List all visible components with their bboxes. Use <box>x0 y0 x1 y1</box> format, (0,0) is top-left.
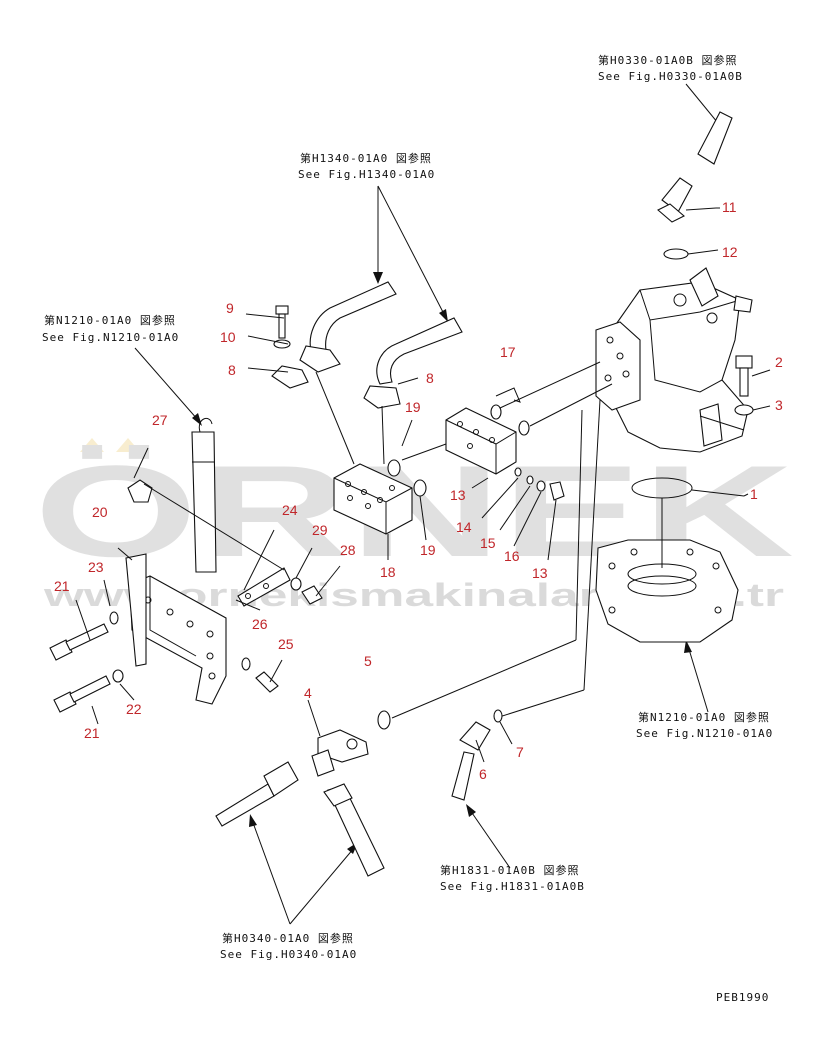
part-label-7: 7 <box>516 744 524 760</box>
tee-fitting-4 <box>215 699 391 877</box>
part-label-21b: 21 <box>84 725 100 741</box>
control-valve-body <box>595 267 753 453</box>
part-label-28: 28 <box>340 542 356 558</box>
reference-arrows <box>134 83 726 925</box>
o-ring-12 <box>663 248 689 260</box>
part-label-26: 26 <box>252 616 268 632</box>
part-label-25: 25 <box>278 636 294 652</box>
washer-3 <box>734 404 754 416</box>
part-label-17: 17 <box>500 344 516 360</box>
bolt-2 <box>734 355 771 416</box>
part-label-11: 11 <box>722 199 737 215</box>
part-label-9: 9 <box>226 300 234 316</box>
part-label-10: 10 <box>220 329 236 345</box>
reference-h0340-jp: 第H0340-01A0 図参照 <box>222 931 354 945</box>
part-label-8a: 8 <box>228 362 236 378</box>
part-label-19b: 19 <box>420 542 436 558</box>
part-label-13a: 13 <box>450 487 466 503</box>
part-label-6: 6 <box>479 766 487 782</box>
elbow-fitting-11 <box>657 111 733 260</box>
hose-lines <box>391 399 745 719</box>
manifold-block-13 <box>387 407 565 501</box>
reference-h0330: 第H0330-01A0B 図参照 See Fig.H0330-01A0B <box>598 53 743 83</box>
part-label-27: 27 <box>152 412 168 428</box>
reference-h0330-jp: 第H0330-01A0B 図参照 <box>598 53 737 67</box>
reference-h1340: 第H1340-01A0 図参照 See Fig.H1340-01A0 <box>298 151 435 181</box>
part-label-24: 24 <box>282 502 298 518</box>
o-ring-19a <box>387 459 401 477</box>
part-label-23: 23 <box>88 559 104 575</box>
reference-n1210-right-en: See Fig.N1210-01A0 <box>636 727 773 740</box>
base-flange <box>595 477 745 643</box>
reference-n1210-right: 第N1210-01A0 図参照 See Fig.N1210-01A0 <box>636 710 773 740</box>
part-label-18: 18 <box>380 564 396 580</box>
part-label-14: 14 <box>456 519 472 535</box>
drawing-code: PEB1990 <box>716 991 769 1004</box>
part-labels: 1 2 3 4 5 6 7 8 8 9 10 11 12 13 13 14 15… <box>54 199 783 782</box>
manifold-block-18 <box>333 463 413 560</box>
part-label-3: 3 <box>775 397 783 413</box>
part-label-29: 29 <box>312 522 328 538</box>
part-label-2: 2 <box>775 354 783 370</box>
reference-h1340-jp: 第H1340-01A0 図参照 <box>300 151 432 165</box>
part-label-13b: 13 <box>532 565 548 581</box>
part-label-20: 20 <box>92 504 108 520</box>
reference-h1831-jp: 第H1831-01A0B 図参照 <box>440 863 579 877</box>
part-label-19a: 19 <box>405 399 421 415</box>
bracket-20 <box>129 575 227 705</box>
part-label-1: 1 <box>750 486 758 502</box>
reference-h0340: 第H0340-01A0 図参照 See Fig.H0340-01A0 <box>220 931 357 961</box>
part-label-21a: 21 <box>54 578 70 594</box>
reference-h1831: 第H1831-01A0B 図参照 See Fig.H1831-01A0B <box>440 863 585 893</box>
reference-n1210-left-en: See Fig.N1210-01A0 <box>42 331 179 344</box>
o-ring-19b <box>413 479 427 497</box>
part-label-22: 22 <box>126 701 142 717</box>
reference-h0340-en: See Fig.H0340-01A0 <box>220 948 357 961</box>
o-ring-5 <box>377 710 391 730</box>
cylinder-27 <box>191 431 217 573</box>
reference-n1210-right-jp: 第N1210-01A0 図参照 <box>638 710 770 724</box>
o-ring-17 <box>490 361 613 436</box>
part-label-16: 16 <box>504 548 520 564</box>
pipes-h1340 <box>271 281 463 465</box>
reference-h1340-en: See Fig.H1340-01A0 <box>298 168 435 181</box>
reference-n1210-left-jp: 第N1210-01A0 図参照 <box>44 313 176 327</box>
part-label-5: 5 <box>364 653 372 669</box>
plug-13 <box>549 481 565 501</box>
part-label-8b: 8 <box>426 370 434 386</box>
reference-h1831-en: See Fig.H1831-01A0B <box>440 880 585 893</box>
bracket-assembly <box>49 417 323 713</box>
part-label-15: 15 <box>480 535 496 551</box>
reference-n1210-left: 第N1210-01A0 図参照 See Fig.N1210-01A0 <box>42 313 179 344</box>
elbow-fitting-6 <box>451 709 513 801</box>
leader-lines <box>75 207 749 725</box>
o-ring-7 <box>493 709 503 723</box>
part-label-4: 4 <box>304 685 312 701</box>
part-label-12: 12 <box>722 244 738 260</box>
reference-h0330-en: See Fig.H0330-01A0B <box>598 70 743 83</box>
